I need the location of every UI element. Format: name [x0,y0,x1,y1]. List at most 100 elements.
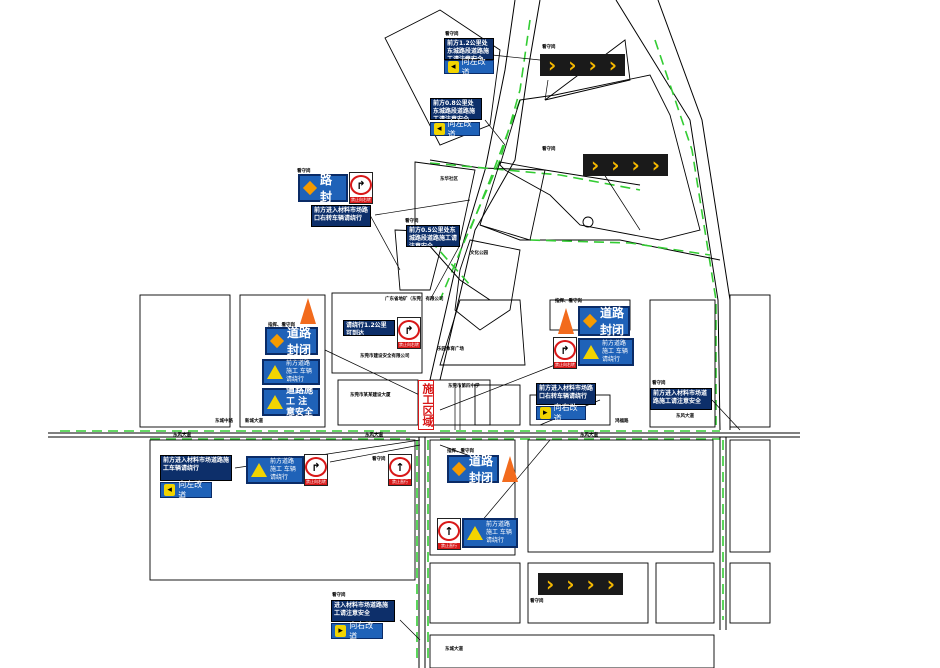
label-street-5: 东城大道 [445,645,463,652]
works-ahead-text-1: 前方道路施工 车辆请绕行 [286,360,312,383]
label-guard-3: 看守岗 [297,167,311,174]
no-straight-icon: ↑ [389,457,411,477]
notice-sign-9: 进入材料市场道路施工请注意安全 [331,600,395,622]
no-right-turn-sign-2: ↱ 禁止向右转 [397,317,421,349]
arrow-left-icon: ◂ [434,123,445,135]
no-straight-caption-1: 禁止直行 [389,479,411,485]
work-area-marker: 施工区域 [418,380,434,430]
no-right-turn-icon: ↱ [398,320,420,340]
traffic-cone-icon [502,456,518,482]
detour-right-text-1: 向右改道 [553,403,578,423]
chevron-right-icon: › [588,53,597,77]
chevron-right-icon: › [568,53,577,77]
detour-left-sign-3: ◂ 向左改道 [160,480,212,500]
road-closed-sign-3: 道路封闭 [578,306,630,337]
chevron-right-icon: › [548,53,557,77]
no-right-turn-sign-4: ↱ 禁止向右转 [304,454,328,486]
label-road-c: 东风大道 [580,431,598,438]
label-guard-6: 看守岗 [652,379,666,386]
no-right-turn-sign-1: ↱ 禁止向右转 [349,172,373,204]
label-park-1: 文化公园 [470,249,488,256]
notice-sign-2: 前方0.8公里处东城路段道路施工请注意安全 [430,98,482,120]
detour-left-text-2: 向左改道 [447,119,472,139]
label-guard-2: 看守岗 [445,30,459,37]
warning-diamond-icon [269,333,285,349]
works-ahead-sign-4: 前方道路施工 车辆请绕行 [462,518,518,548]
chevron-board-2: › › › › [583,154,668,176]
main-road [48,430,800,440]
chevron-right-icon: › [586,572,595,596]
detour-left-sign-2: ◂ 向左改道 [430,119,480,139]
label-guard-4: 看守岗 [542,145,556,152]
label-road-a: 东风大道 [173,431,191,438]
chevron-board-3: › › › › [538,573,623,595]
notice-sign-1: 前方1.2公里处东城路段道路施工请注意安全 [444,38,494,60]
label-company-1: 广东省地矿（东莞）有限公司 [385,295,444,302]
detour-left-sign-1: ◂ 向左改道 [444,57,494,77]
arrow-right-icon: ▸ [335,625,347,637]
label-road-d: 东风大道 [676,412,694,419]
no-right-turn-icon: ↱ [554,340,576,360]
no-turn-caption-4: 禁止向右转 [305,479,327,485]
label-guard-5: 看守岗 [405,217,419,224]
map-labels: 看守岗 看守岗 看守岗 看守岗 看守岗 看守岗 看守岗 看守岗 看守岗 指挥、看… [173,30,694,652]
label-street-1: 东城中路 [215,417,233,424]
chevron-right-icon: › [606,572,615,596]
label-sign-guard-1: 指挥、看守岗 [268,321,295,328]
label-square: 乐园体育广场 [437,345,464,352]
warning-diamond-icon [582,313,598,329]
no-straight-icon: ↑ [438,521,460,541]
detour-right-sign-2: ▸ 向右改道 [331,621,383,641]
notice-sign-8: 前方进入材料市场道路施工车辆请绕行 [160,455,232,481]
notice-sign-6: 前方进入材料市场路口右转车辆请绕行 [536,383,596,405]
no-right-turn-icon: ↱ [350,175,372,195]
worker-warning-icon [467,526,483,540]
no-straight-sign-2: ↑ 禁止直行 [437,518,461,550]
works-ahead-text-2: 前方道路施工 车辆请绕行 [602,340,628,363]
worker-warning-icon [267,395,283,409]
warning-diamond-icon [302,180,318,196]
no-turn-caption-1: 禁止向右转 [350,197,372,203]
worker-warning-icon [251,463,267,477]
chevron-right-icon: › [611,153,620,177]
works-ahead-text-3: 前方道路施工 车辆请绕行 [270,458,296,481]
detour-left-text-3: 向左改道 [178,480,203,500]
works-ahead-sign-2: 前方道路施工 车辆请绕行 [578,338,634,366]
chevron-right-icon: › [651,153,660,177]
label-sign-guard-3: 指挥、看守岗 [447,447,474,454]
upper-diagonal-roads [419,0,721,381]
notice-sign-3: 前方进入材料市场路口右转车辆请绕行 [311,205,371,227]
chevron-right-icon: › [591,153,600,177]
road-closed-text-3: 道路封闭 [600,306,625,337]
arrow-right-icon: ▸ [540,407,551,419]
worker-warning-icon [267,365,283,379]
detour-left-text-1: 向左改道 [461,57,486,77]
road-closed-text-4: 道路封闭 [469,454,494,485]
notice-sign-4: 前方0.5公里处东城路段道路施工请注意安全 [406,225,460,247]
chevron-right-icon: › [546,572,555,596]
city-blocks [139,9,771,668]
worker-warning-icon [583,345,599,359]
no-turn-caption-2: 禁止向右转 [398,342,420,348]
detour-right-sign-1: ▸ 向右改道 [536,403,586,423]
no-right-turn-sign-3: ↱ 禁止向右转 [553,337,577,369]
works-safety-text: 道路施工 注意安全 [286,385,314,418]
label-street-4: 东华社区 [440,175,458,182]
road-closed-sign-4: 道路封闭 [447,454,499,485]
detour-right-text-2: 向右改道 [349,621,374,641]
arrow-left-icon: ◂ [448,61,459,73]
label-guard-7: 看守岗 [372,455,386,462]
road-closed-sign-2: 道路封闭 [265,326,318,357]
label-guard-9: 看守岗 [332,591,346,598]
chevron-right-icon: › [631,153,640,177]
label-street-3: 鸿福路 [615,417,629,424]
chevron-board-1: › › › › [540,54,625,76]
label-guard-1: 看守岗 [542,43,556,50]
chevron-right-icon: › [608,53,617,77]
warning-diamond-icon [451,461,467,477]
arrow-left-icon: ◂ [164,484,176,496]
label-school: 东莞市第四中学 [448,382,480,389]
notice-sign-7: 前方进入材料市场道路施工请注意安全 [650,388,712,410]
label-road-b: 东风大道 [365,431,383,438]
chevron-right-icon: › [566,572,575,596]
